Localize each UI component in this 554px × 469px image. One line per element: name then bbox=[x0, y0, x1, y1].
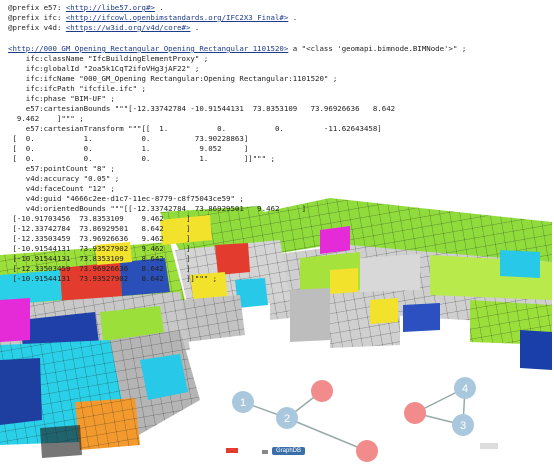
graphdb-logo: GraphDB bbox=[272, 447, 306, 455]
graph-node-red-b[interactable] bbox=[404, 402, 426, 424]
svg-text:3: 3 bbox=[460, 420, 466, 432]
building-left-wing bbox=[0, 215, 212, 458]
graph-node-4[interactable]: 4 bbox=[454, 377, 476, 399]
graphdb-graph[interactable]: 1 2 3 4 bbox=[226, 377, 498, 462]
svg-text:4: 4 bbox=[462, 383, 468, 395]
graph-node-2[interactable]: 2 bbox=[276, 407, 298, 429]
graph-node-red-a[interactable] bbox=[311, 380, 333, 402]
graph-node-1[interactable]: 1 bbox=[232, 391, 254, 413]
graph-legend-marker bbox=[226, 448, 238, 453]
graph-node-red-c[interactable] bbox=[356, 440, 378, 462]
graph-node-3[interactable]: 3 bbox=[452, 414, 474, 436]
graph-zoom-control[interactable] bbox=[480, 443, 498, 449]
svg-text:1: 1 bbox=[240, 397, 246, 409]
building-right-wing bbox=[250, 198, 552, 370]
graph-toolbar-icon[interactable] bbox=[262, 450, 268, 454]
svg-text:2: 2 bbox=[284, 413, 290, 425]
